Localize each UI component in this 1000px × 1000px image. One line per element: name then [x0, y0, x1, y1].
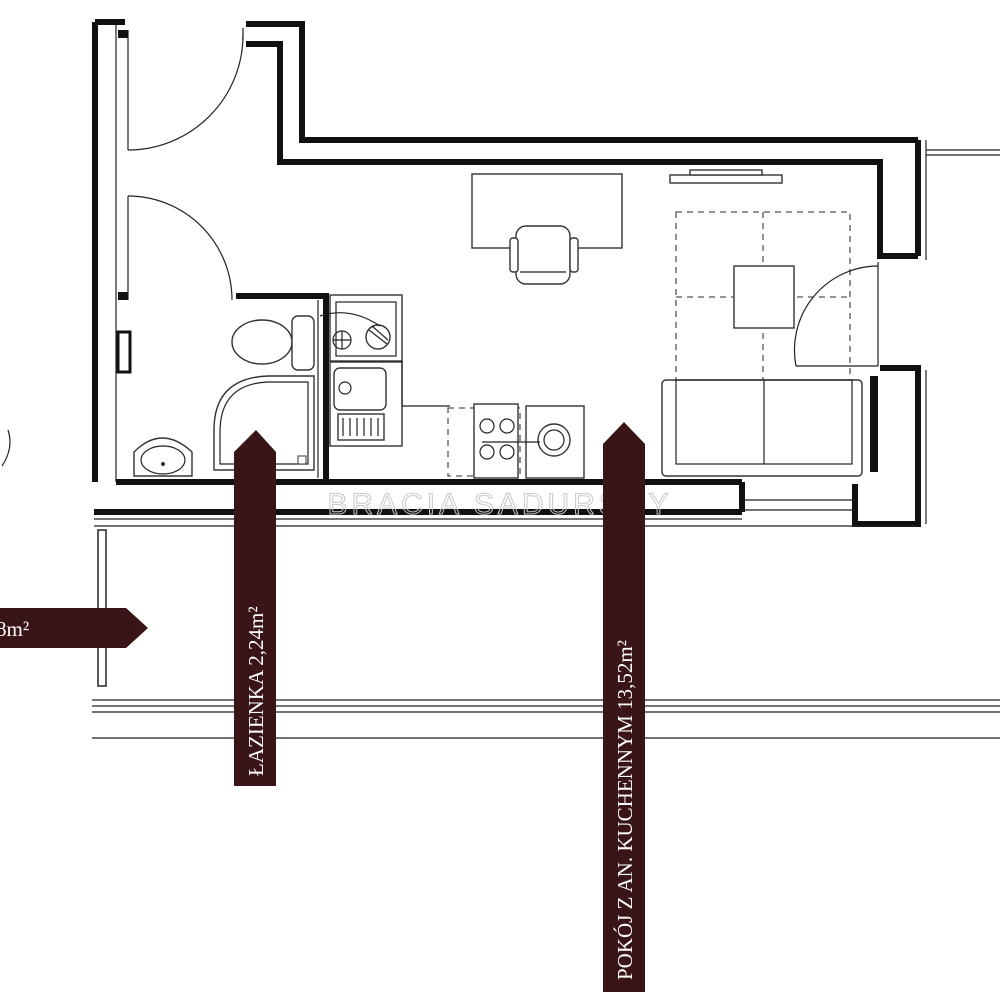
bathroom-sink-icon — [133, 437, 193, 477]
entry-doors — [116, 28, 244, 374]
outer-walls — [92, 19, 1000, 527]
chair-icon — [509, 225, 579, 285]
bathroom-label-arrow: ŁAZIENKA 2,24m² — [234, 430, 276, 786]
desk — [471, 173, 623, 285]
radiator — [669, 169, 783, 184]
left-area-label: 8m² — [0, 617, 29, 641]
sofa — [661, 379, 863, 477]
dining-area — [675, 211, 851, 383]
room-label-arrow: POKÓJ Z AN. KUCHENNYM 13,52m² — [603, 422, 645, 992]
kitchen — [319, 294, 585, 479]
bathroom-area-label: ŁAZIENKA 2,24m² — [244, 606, 268, 776]
room-area-label: POKÓJ Z AN. KUCHENNYM 13,52m² — [613, 640, 637, 980]
shower-icon — [213, 375, 315, 471]
toilet-icon — [231, 315, 315, 371]
left-label-arrow: 8m² — [0, 608, 148, 648]
balcony-door — [793, 262, 879, 367]
bathroom — [133, 293, 329, 480]
